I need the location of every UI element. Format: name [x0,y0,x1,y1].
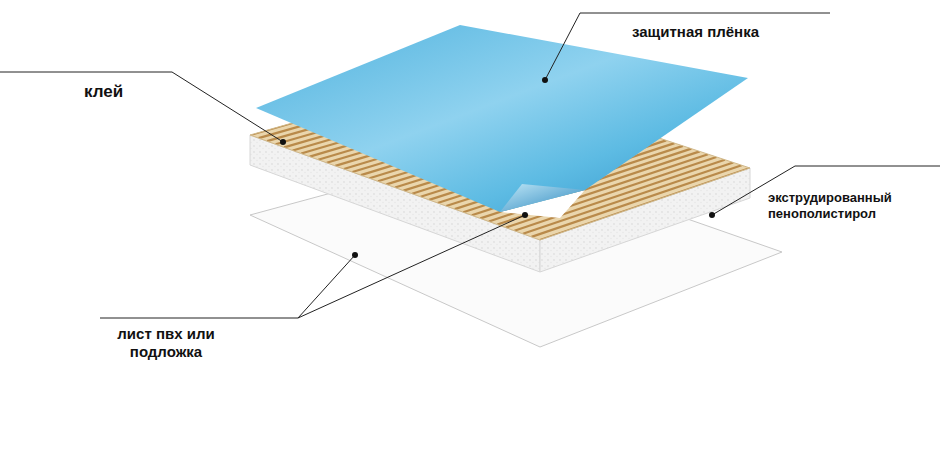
part-label: экструдированный пенополистирол [768,190,918,221]
leader-dots [280,77,715,258]
part-label: лист пвх или подложка [108,325,224,361]
part-label: клей [84,82,164,102]
protective-film [256,25,748,212]
leader-lines [0,13,940,318]
part-label: защитная плёнка [632,23,832,41]
